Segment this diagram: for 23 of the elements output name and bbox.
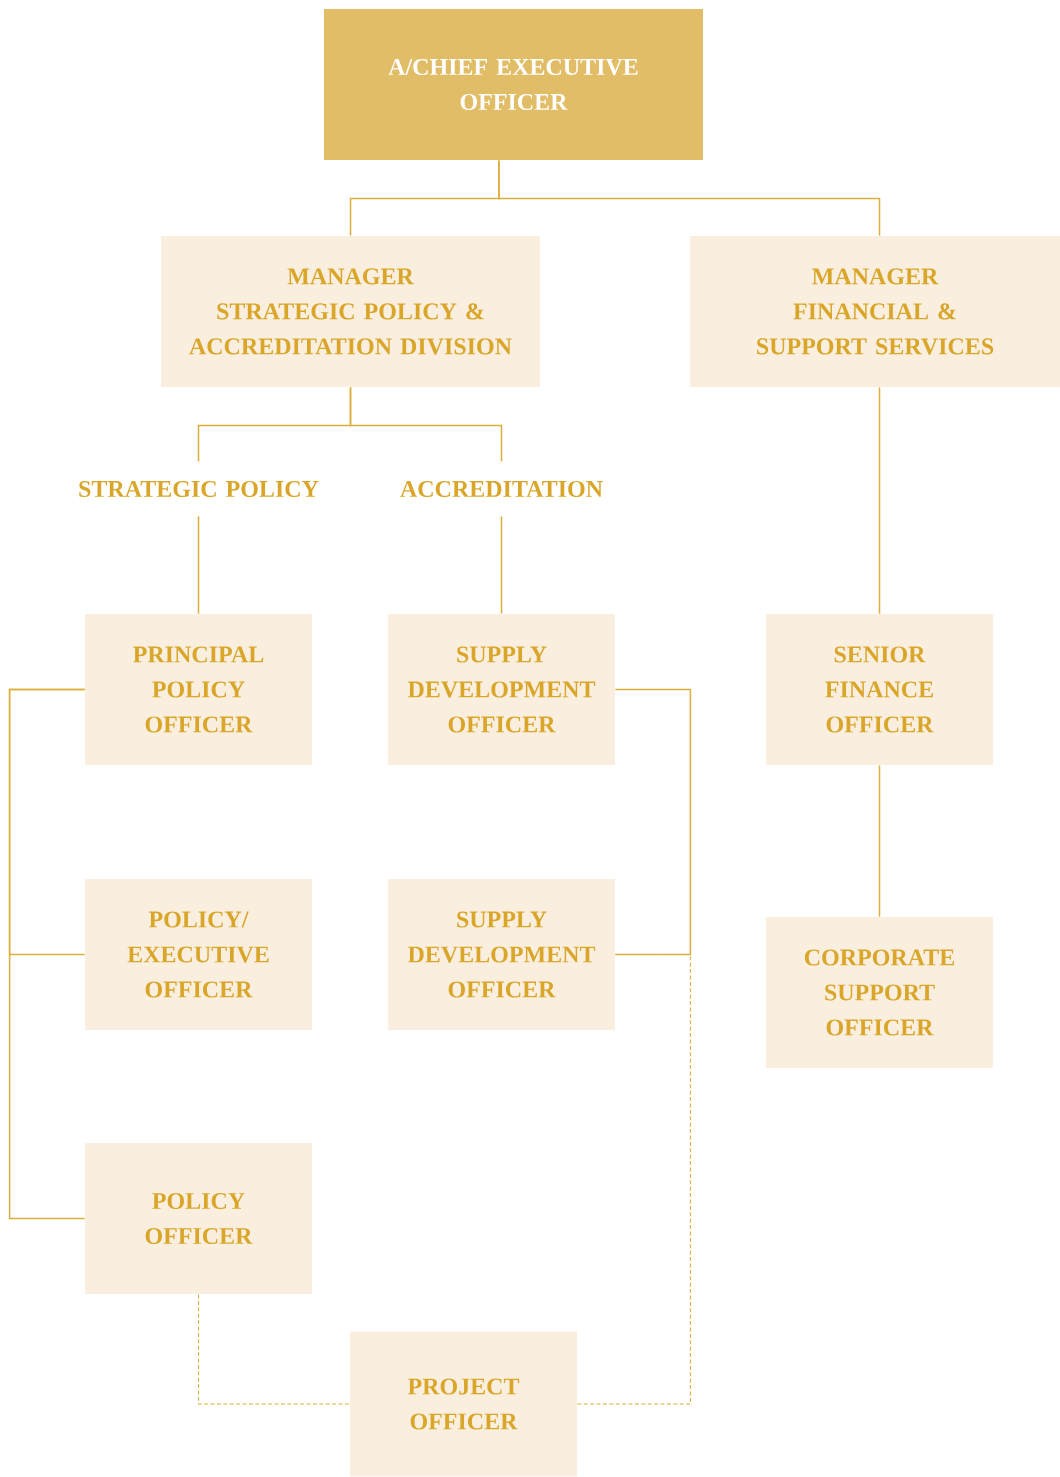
connector-line — [349, 386, 503, 463]
connector-line — [878, 764, 881, 918]
connector-line — [614, 688, 692, 956]
connector-line — [498, 159, 881, 237]
position-box: MANAGER STRATEGIC POLICY & ACCREDITATION DIVISION — [161, 236, 540, 387]
connector-line — [576, 954, 691, 1405]
position-box: PRINCIPAL POLICY OFFICER — [85, 614, 312, 765]
division-label: ACCREDITATION — [391, 462, 612, 516]
position-box: SUPPLY DEVELOPMENT OFFICER — [388, 614, 615, 765]
position-box: POLICY/ EXECUTIVE OFFICER — [85, 879, 312, 1030]
connector-line — [8, 688, 86, 1220]
position-box: POLICY OFFICER — [85, 1143, 312, 1294]
position-box: SENIOR FINANCE OFFICER — [766, 614, 993, 765]
connector-line — [500, 515, 503, 615]
division-label: STRATEGIC POLICY — [68, 462, 329, 516]
connector-line — [878, 386, 881, 615]
connector-line — [198, 1293, 351, 1405]
position-box: PROJECT OFFICER — [350, 1331, 577, 1477]
position-box: SUPPLY DEVELOPMENT OFFICER — [388, 879, 615, 1030]
position-box: MANAGER FINANCIAL & SUPPORT SERVICES — [690, 236, 1060, 387]
connector-line — [197, 515, 200, 615]
position-box: CORPORATE SUPPORT OFFICER — [766, 917, 993, 1068]
executive-box: A/CHIEF EXECUTIVE OFFICER — [324, 9, 703, 160]
